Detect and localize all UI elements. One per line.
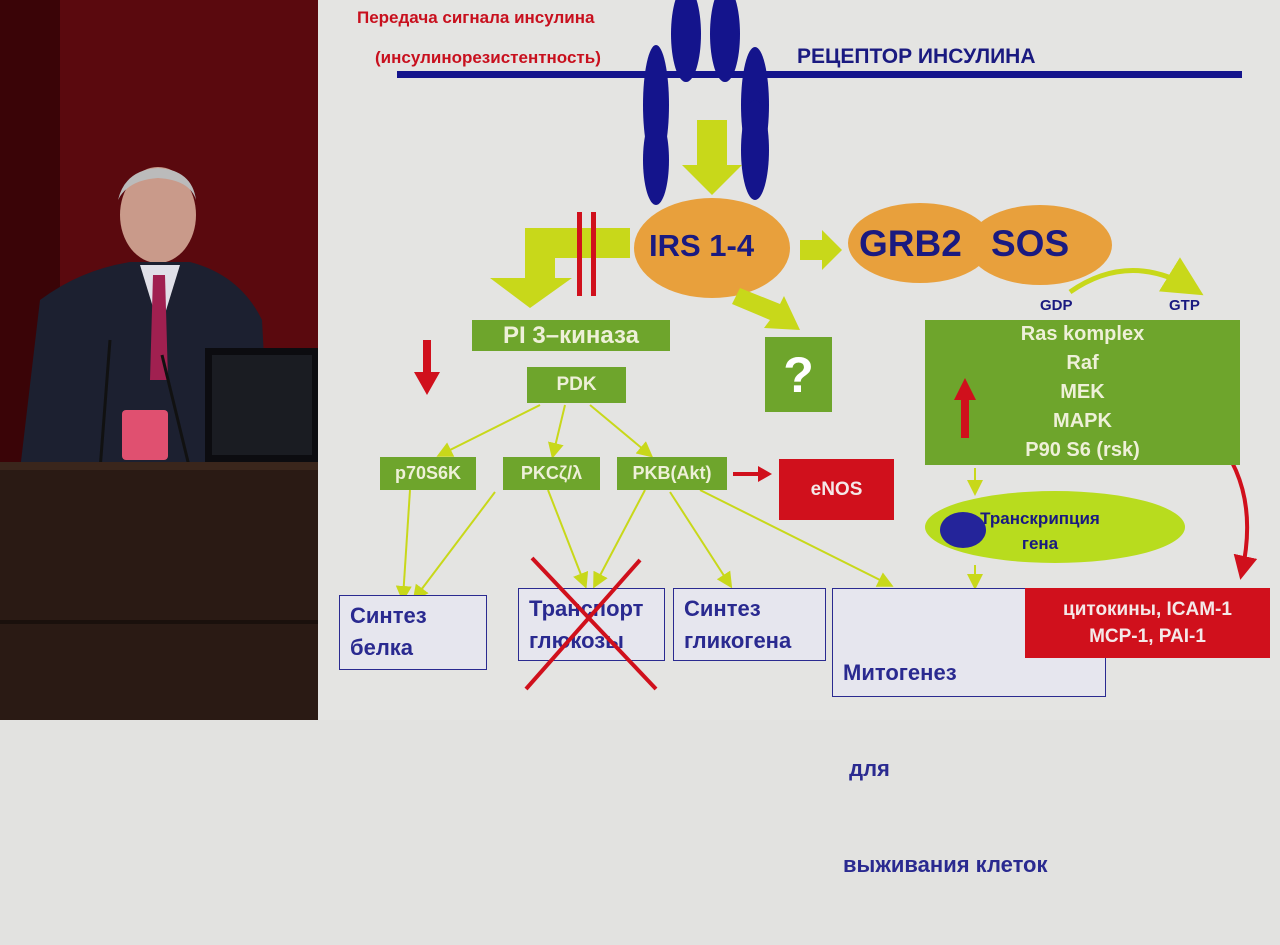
receptor-icon	[643, 0, 769, 205]
transcription-line: Транскрипция	[980, 509, 1100, 528]
outcome-line: выживания клеток	[843, 852, 1048, 877]
cytokines-box: цитокины, ICAM-1 MCP-1, PAI-1	[1025, 588, 1270, 658]
pdk-box: PDK	[527, 367, 626, 403]
ras-line: MAPK	[1053, 410, 1112, 432]
irs-label: IRS 1-4	[649, 228, 755, 263]
arrow-to-question-icon	[732, 288, 800, 330]
diagram-shapes	[395, 0, 1258, 602]
nucleus-dot-icon	[940, 512, 986, 548]
transcription-label: Транскрипция гена	[960, 506, 1120, 556]
ras-line: Raf	[1066, 352, 1099, 374]
blocked-cross-icon	[524, 556, 658, 691]
gtp-label: GTP	[1169, 297, 1200, 314]
enos-box: eNOS	[779, 459, 894, 520]
pi3k-box: PI 3–киназа	[472, 320, 670, 351]
irs-ellipse	[634, 198, 790, 298]
arrow-down-receptor-icon	[682, 120, 742, 195]
outcome-line: Синтез	[350, 603, 427, 628]
outcome-line: гликогена	[684, 628, 792, 653]
ras-line: MEK	[1060, 381, 1105, 403]
slide-subtitle: (инсулинорезистентность)	[375, 48, 601, 67]
glycogen-synthesis-box: Синтез гликогена	[673, 588, 826, 661]
protein-synthesis-box: Синтез белка	[339, 595, 487, 670]
arrow-to-pi3k-icon	[490, 228, 630, 308]
outcome-line: белка	[350, 635, 414, 660]
speaker-video-area	[0, 0, 318, 720]
transcription-ellipse	[925, 491, 1185, 563]
pkc-box: PKCζ/λ	[503, 457, 600, 490]
outcome-line: Митогенез	[843, 660, 957, 685]
ras-complex-box: Ras komplex Raf MEK MAPK P90 S6 (rsk)	[925, 320, 1240, 465]
ras-line: P90 S6 (rsk)	[1025, 439, 1140, 461]
membrane-line	[397, 71, 1242, 78]
receptor-label: РЕЦЕПТОР ИНСУЛИНА	[797, 45, 1036, 68]
podium	[0, 462, 318, 720]
ras-line: Ras komplex	[1020, 323, 1145, 345]
arrow-to-enos-icon	[733, 466, 772, 482]
slide-title: Передача сигнала инсулина	[357, 8, 595, 27]
blocked-bars-icon	[577, 212, 596, 296]
cytokines-line: MCP-1, PAI-1	[1089, 626, 1206, 647]
gdp-gtp-arrow-icon	[1068, 257, 1204, 296]
unknown-box: ?	[765, 337, 832, 412]
cytokines-line: цитокины, ICAM-1	[1063, 599, 1232, 620]
outcome-line: для	[843, 756, 890, 781]
p70s6k-box: p70S6K	[380, 457, 476, 490]
outcome-line: Синтез	[684, 596, 761, 621]
gdp-label: GDP	[1040, 297, 1073, 314]
speaker-photo	[0, 0, 318, 720]
speaker-head	[120, 167, 196, 263]
pkb-akt-box: PKB(Akt)	[617, 457, 727, 490]
presentation-slide: Передача сигнала инсулина (инсулинорезис…	[318, 0, 1280, 877]
badge	[122, 410, 168, 460]
red-up-arrow-icon	[954, 378, 976, 438]
sos-ellipse	[968, 205, 1112, 285]
microphone	[98, 339, 112, 471]
arrow-to-grb2-icon	[800, 230, 842, 270]
red-down-arrow-icon	[414, 340, 440, 395]
sos-label: SOS	[991, 223, 1070, 264]
grb2-label: GRB2	[859, 223, 962, 264]
grb2-ellipse	[848, 203, 992, 283]
glucose-transport-box: Транспорт глюкозы	[518, 588, 665, 661]
pathway-arrows	[395, 404, 983, 602]
transcription-line: гена	[1021, 534, 1059, 553]
